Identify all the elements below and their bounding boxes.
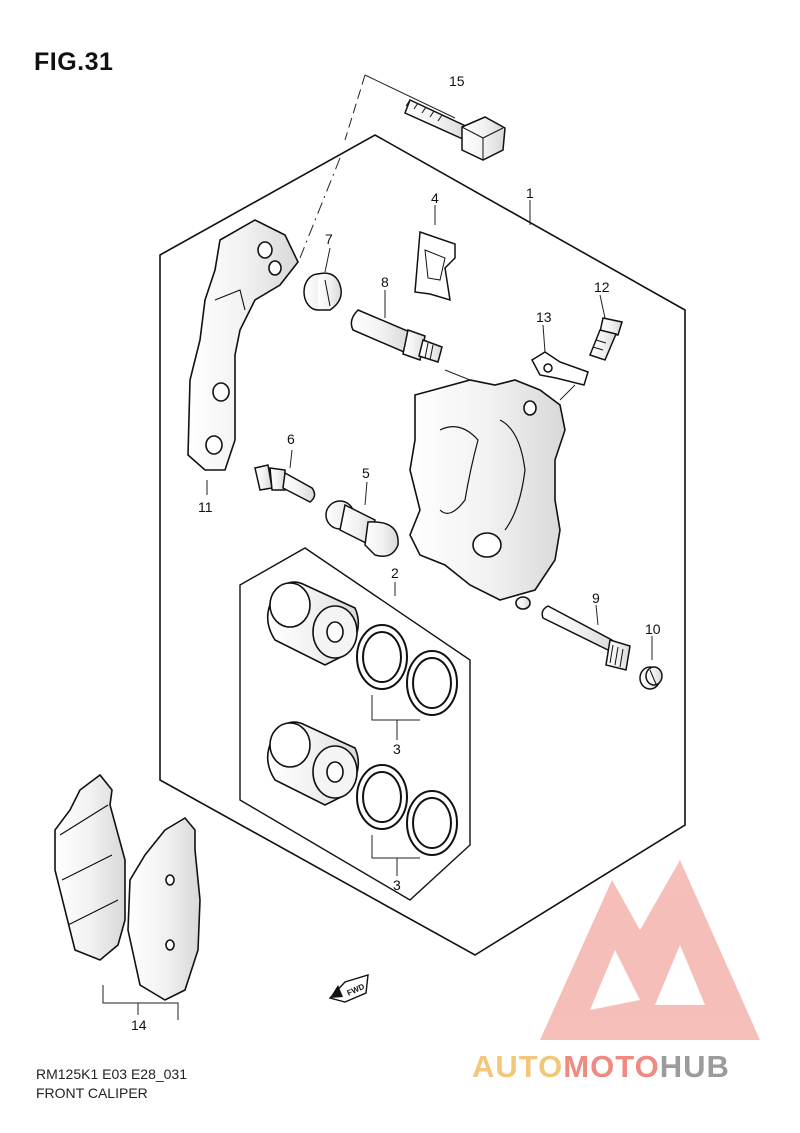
watermark-brand: AUTOMOTOHUB <box>472 1049 730 1085</box>
assembly-frame <box>159 134 686 956</box>
leader-lines <box>102 74 653 1020</box>
callout-3-upper: 3 <box>393 741 401 757</box>
callout-2: 2 <box>391 565 399 581</box>
caliper-body-part-1 <box>409 379 566 610</box>
callout-4: 4 <box>431 190 439 206</box>
callout-10: 10 <box>645 621 661 637</box>
model-code: RM125K1 E03 E28_031 <box>36 1066 187 1082</box>
piston-part-2-lower <box>266 721 360 806</box>
piston-part-2-upper <box>266 581 360 666</box>
pin-part-9 <box>541 605 631 671</box>
callout-6: 6 <box>287 431 295 447</box>
callout-7: 7 <box>325 231 333 247</box>
pin-bolt-part-5 <box>325 500 399 557</box>
callout-13: 13 <box>536 309 552 325</box>
brake-pad-part-14-left <box>54 773 126 961</box>
watermark-brand-part-a: AUTO <box>472 1049 564 1084</box>
callout-9: 9 <box>592 590 600 606</box>
seal-rings-part-3 <box>356 624 458 856</box>
callout-12: 12 <box>594 279 610 295</box>
pin-part-6 <box>254 464 316 503</box>
callout-1: 1 <box>526 185 534 201</box>
boot-part-7 <box>303 272 342 311</box>
cap-part-13 <box>531 351 589 386</box>
watermark-brand-part-b: MOTO <box>563 1049 660 1084</box>
watermark-brand-part-c: HUB <box>659 1049 730 1084</box>
callout-labels: 15 1 4 7 8 12 13 6 5 11 2 9 10 3 3 14 <box>131 73 661 1033</box>
bleeder-valve-part-12 <box>589 317 623 361</box>
callout-5: 5 <box>362 465 370 481</box>
bolt-part-15 <box>404 98 506 161</box>
slide-pin-part-8 <box>350 309 443 363</box>
callout-8: 8 <box>381 274 389 290</box>
callout-11: 11 <box>198 499 213 515</box>
forward-arrow-icon: FWD <box>328 974 369 1003</box>
cap-part-10 <box>639 666 663 690</box>
pad-spring-part-4 <box>414 230 456 302</box>
callout-15: 15 <box>449 73 465 89</box>
callout-14: 14 <box>131 1017 147 1033</box>
figure-title: FIG.31 <box>34 48 114 76</box>
watermark-logo <box>540 860 760 1040</box>
bracket-part-11 <box>187 219 299 471</box>
callout-3-lower: 3 <box>393 877 401 893</box>
brake-pad-part-14-right <box>127 816 201 1001</box>
figure-caption: FRONT CALIPER <box>36 1085 148 1101</box>
seal-kit-frame <box>239 547 471 901</box>
